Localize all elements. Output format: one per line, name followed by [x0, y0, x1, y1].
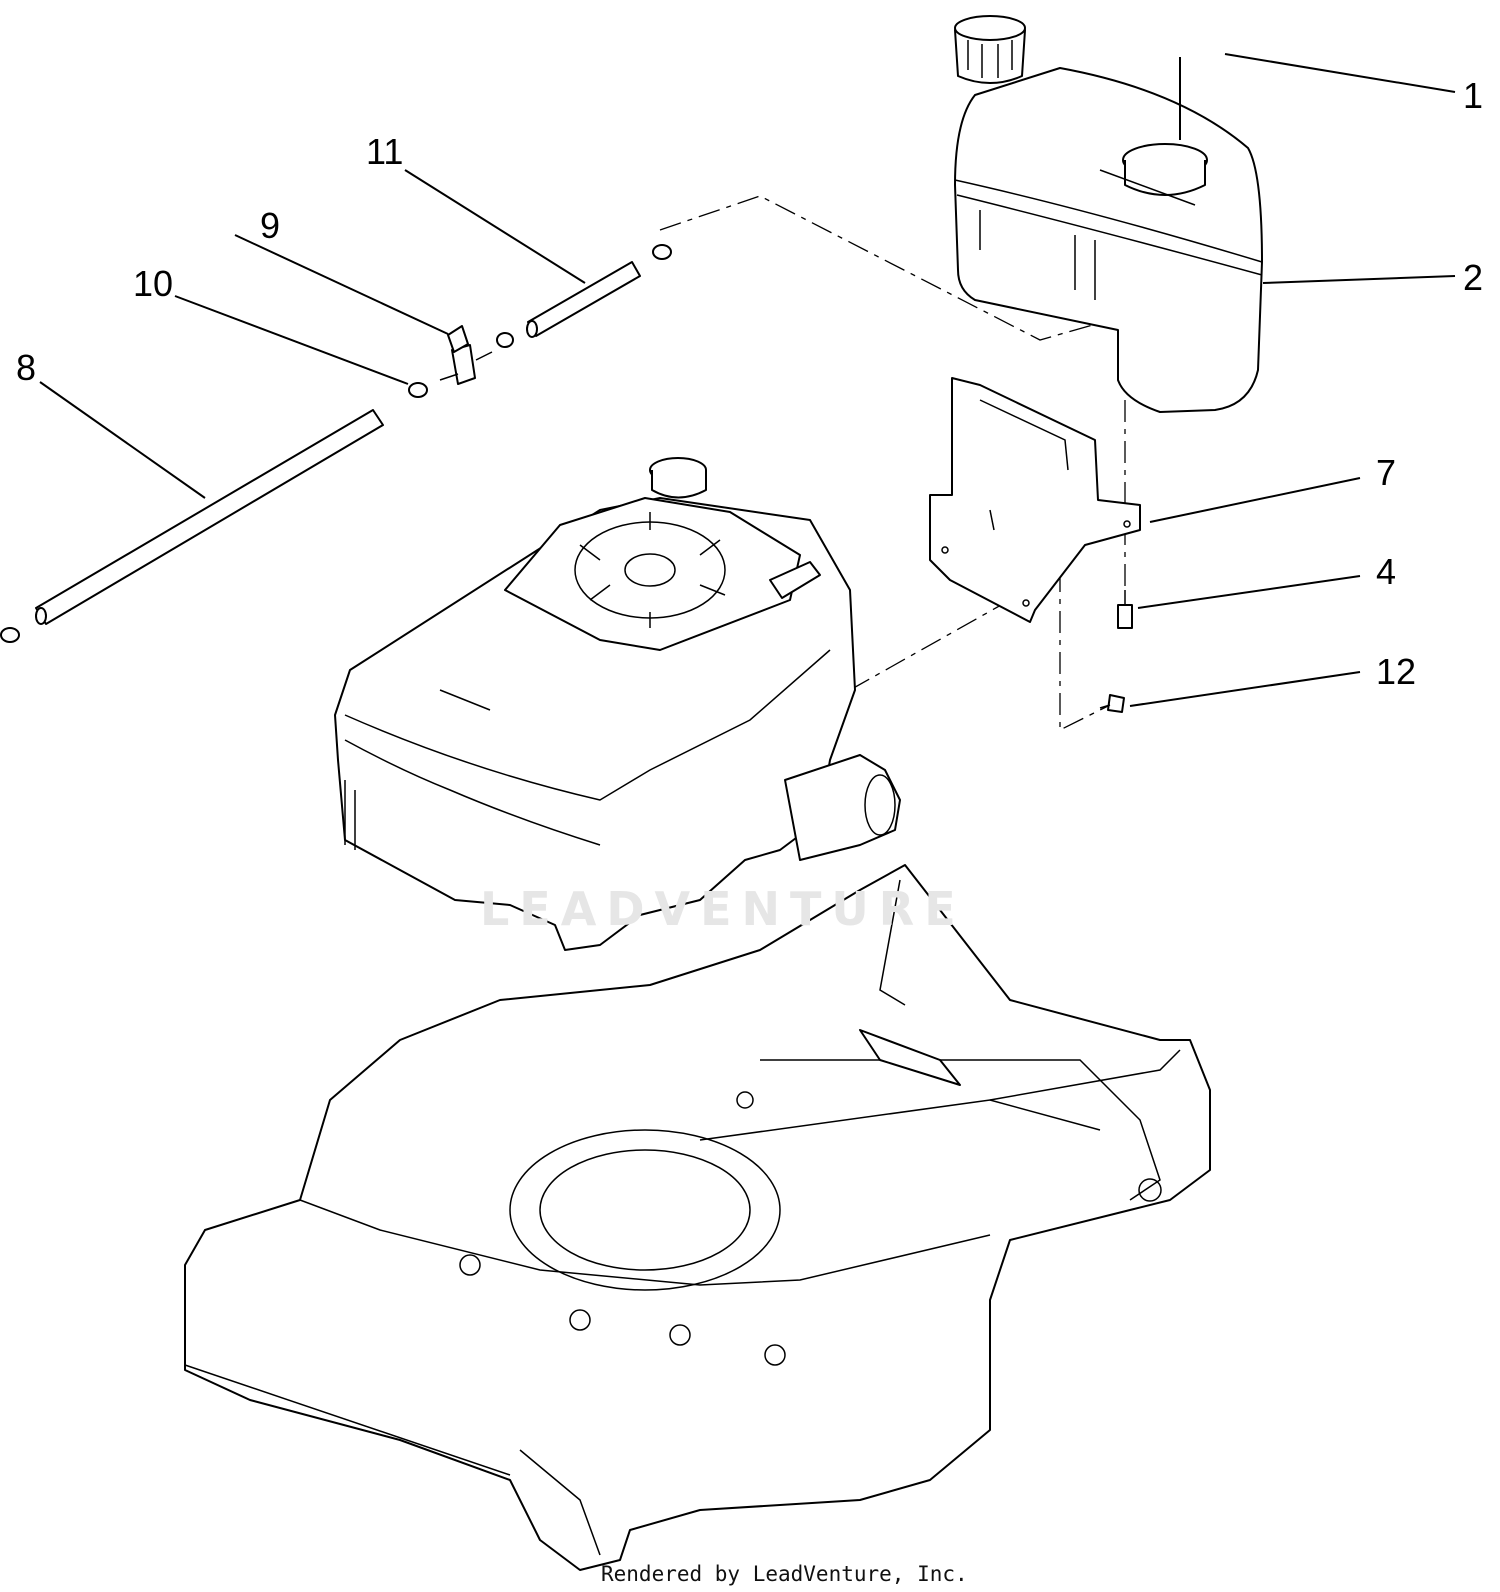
callout-4: 4: [1376, 551, 1397, 592]
tank-bracket: [929, 377, 1141, 623]
callout-2: 2: [1463, 257, 1484, 298]
hose-clamps: [0, 244, 672, 643]
mower-deck: [184, 864, 1211, 1571]
fuel-cap: [954, 15, 1026, 84]
callout-7: 7: [1376, 452, 1397, 493]
callout-9: 9: [260, 205, 281, 246]
fuel-line-long: [35, 409, 384, 625]
callout-11: 11: [366, 131, 404, 172]
shutoff-valve: [439, 325, 493, 385]
fuel-tank: [954, 67, 1263, 413]
bolt: [1099, 694, 1125, 713]
callout-10: 10: [133, 263, 174, 304]
assembly-lines: [659, 195, 1126, 732]
watermark: LEADVENTURE: [480, 882, 966, 936]
engine: [334, 457, 901, 951]
leader-lines: [39, 53, 1456, 707]
callout-8: 8: [16, 347, 37, 388]
callout-1: 1: [1463, 75, 1484, 116]
render-credit: Rendered by LeadVenture, Inc.: [601, 1562, 968, 1586]
fuel-line-short: [526, 261, 641, 338]
callout-12: 12: [1376, 651, 1417, 692]
screw: [1117, 590, 1133, 629]
